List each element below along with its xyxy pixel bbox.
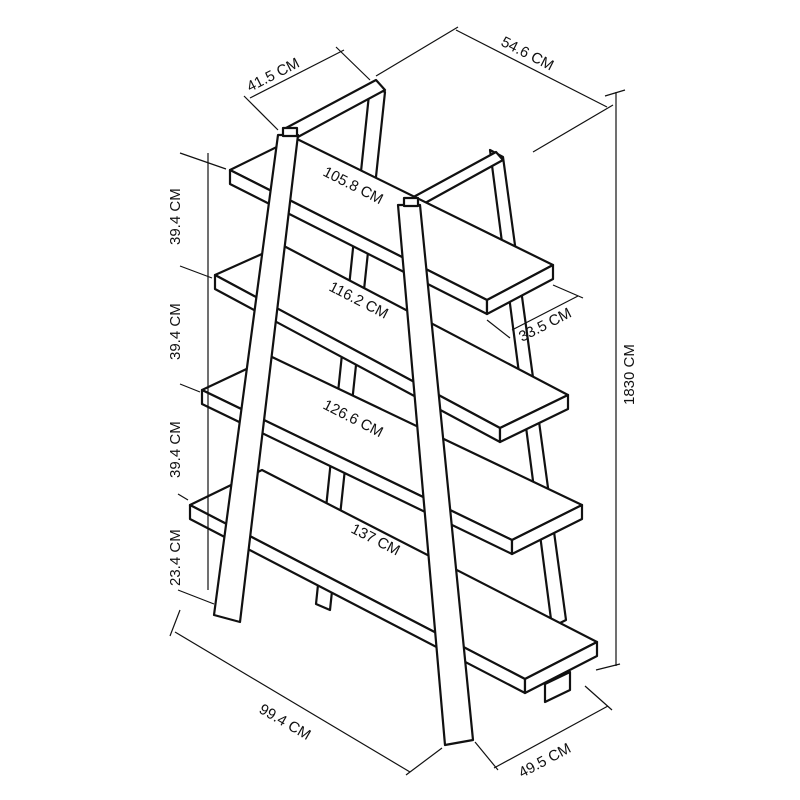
- shelf-4-foot: [543, 670, 572, 704]
- label-base-depth: 49.5 CM: [516, 740, 574, 782]
- dimension-lines: [169, 26, 626, 776]
- front-frame: [212, 126, 475, 747]
- label-spacing-3: 39.4 CM: [167, 421, 184, 478]
- front-right-leg-top: [402, 196, 420, 208]
- label-top-width: 54.6 CM: [498, 33, 556, 74]
- label-spacing-1: 39.4 CM: [167, 188, 184, 245]
- label-total-height: 1830 CM: [621, 344, 638, 405]
- front-left-leg-top: [281, 126, 299, 138]
- label-spacing-2: 39.4 CM: [167, 303, 184, 360]
- label-bottom-clearance: 23.4 CM: [167, 529, 184, 586]
- label-base-width: 99.4 CM: [256, 701, 314, 744]
